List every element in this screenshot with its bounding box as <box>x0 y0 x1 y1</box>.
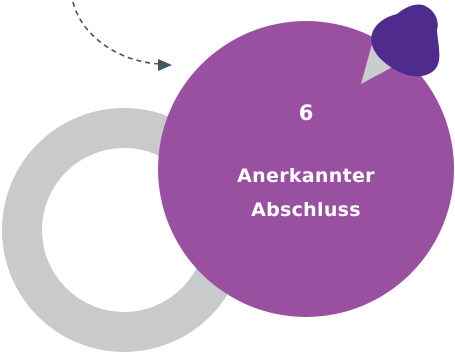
arrowhead-icon <box>158 59 172 71</box>
step-number: 6 <box>298 101 314 125</box>
pin-pointer <box>361 44 398 84</box>
step-circle <box>158 21 454 317</box>
pin-head <box>371 4 440 77</box>
step-label-line-1: Anerkannter <box>237 165 375 187</box>
map-pin-icon <box>361 4 440 84</box>
step-label: Anerkannter Abschluss <box>216 159 396 227</box>
step-label-line-2: Abschluss <box>251 199 361 221</box>
dashed-connector-arrow <box>72 1 163 65</box>
